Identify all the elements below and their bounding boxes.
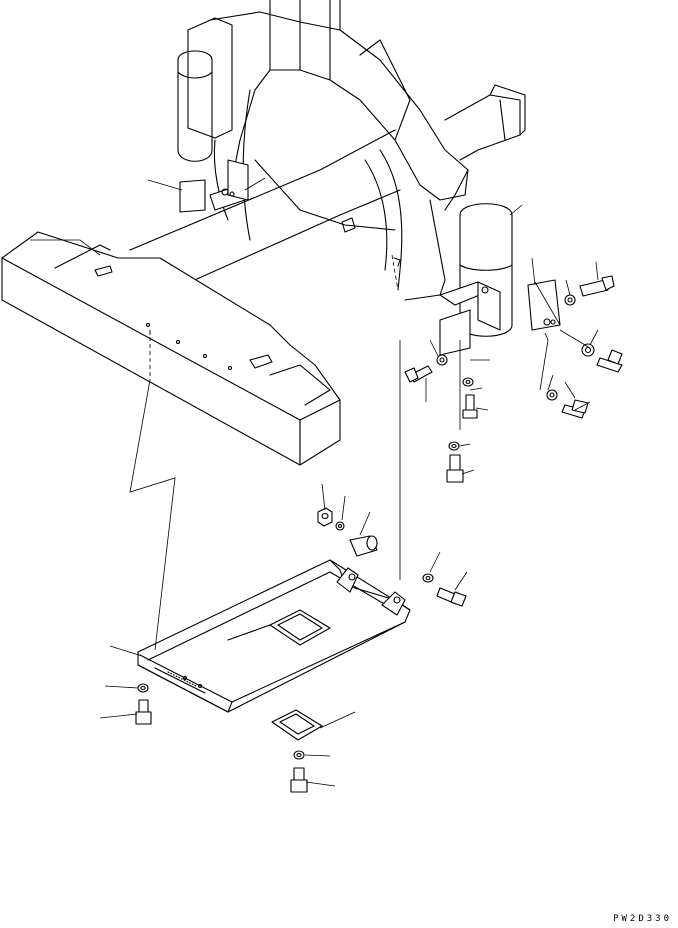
- washer: [564, 294, 576, 306]
- bolt: [561, 399, 589, 419]
- washer: [137, 683, 149, 693]
- upper-right-bracket: [439, 281, 501, 356]
- leader-lines: [99, 177, 599, 787]
- small-clip: [393, 257, 401, 267]
- inspection-cover: [271, 709, 323, 741]
- plate-bracket-right: [527, 279, 561, 331]
- bolt: [290, 767, 308, 793]
- nut: [317, 507, 333, 527]
- bolt: [404, 365, 433, 383]
- bolt: [462, 394, 478, 419]
- front-cross-beam: [1, 217, 356, 466]
- drawing-code: PW2D330: [613, 914, 672, 924]
- bolt: [596, 349, 623, 373]
- spacer-collar: [349, 535, 378, 557]
- bolt: [446, 454, 464, 483]
- washer: [436, 354, 448, 366]
- upper-left-bracket: [179, 159, 249, 213]
- centerline: [391, 254, 399, 291]
- washer: [293, 750, 305, 760]
- washer: [335, 521, 345, 531]
- washer: [422, 573, 434, 583]
- undercover-plate: [137, 559, 411, 713]
- bolt: [579, 275, 615, 297]
- washer: [448, 441, 460, 451]
- washer: [546, 389, 558, 401]
- bolt: [135, 699, 152, 725]
- bolt: [436, 587, 467, 607]
- main-frame: [129, 0, 526, 337]
- washer: [462, 377, 474, 387]
- washer: [581, 343, 595, 357]
